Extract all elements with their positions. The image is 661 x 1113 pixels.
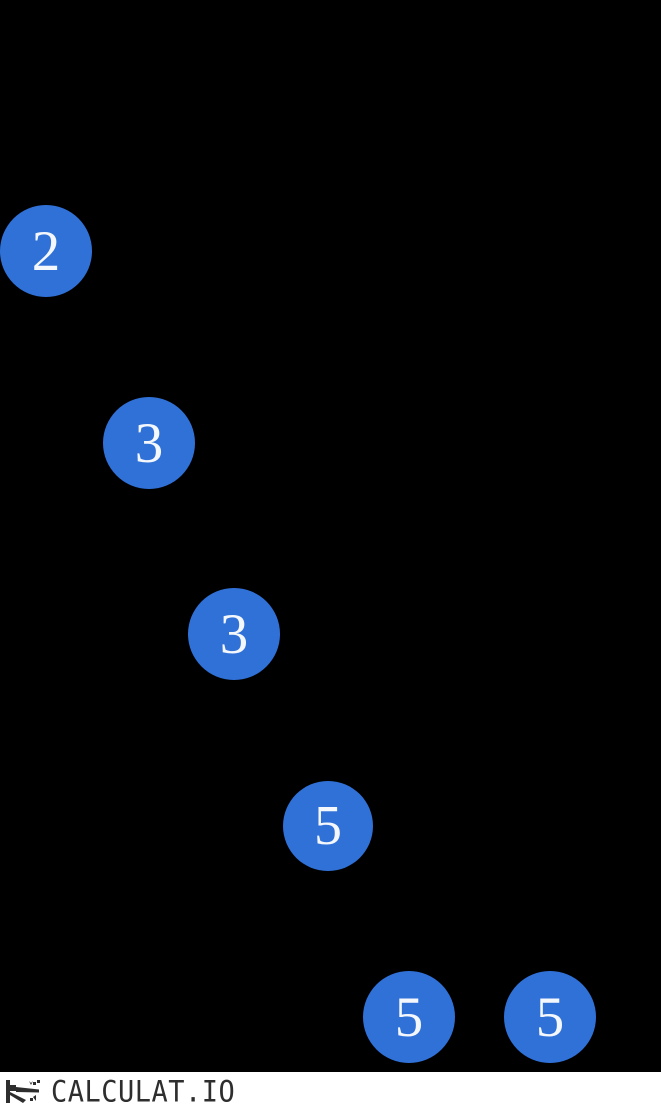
bubble-marker[interactable]: 3 — [103, 397, 195, 489]
bubble-label: 5 — [535, 985, 565, 1049]
bubble-marker[interactable]: 5 — [283, 781, 373, 871]
bubble-plot-area: 2 3 3 5 5 5 — [0, 205, 596, 1063]
bubble-label: 5 — [394, 985, 424, 1049]
bubble-label: 3 — [219, 602, 249, 666]
brand-logo[interactable]: CALCULAT.IO — [3, 1077, 235, 1109]
bubble-marker[interactable]: 5 — [363, 971, 455, 1063]
bubble-marker[interactable]: 3 — [188, 588, 280, 680]
bubble-label: 5 — [314, 795, 342, 857]
bubble-marker[interactable]: 2 — [0, 205, 92, 297]
bubble-label: 3 — [134, 411, 164, 475]
calculatio-mark-icon — [6, 1079, 40, 1103]
brand-wordmark: CALCULAT.IO — [51, 1075, 236, 1110]
footer-watermark-bar: CALCULAT.IO — [0, 1072, 661, 1113]
bubble-marker[interactable]: 5 — [504, 971, 596, 1063]
bubble-label: 2 — [31, 219, 61, 283]
